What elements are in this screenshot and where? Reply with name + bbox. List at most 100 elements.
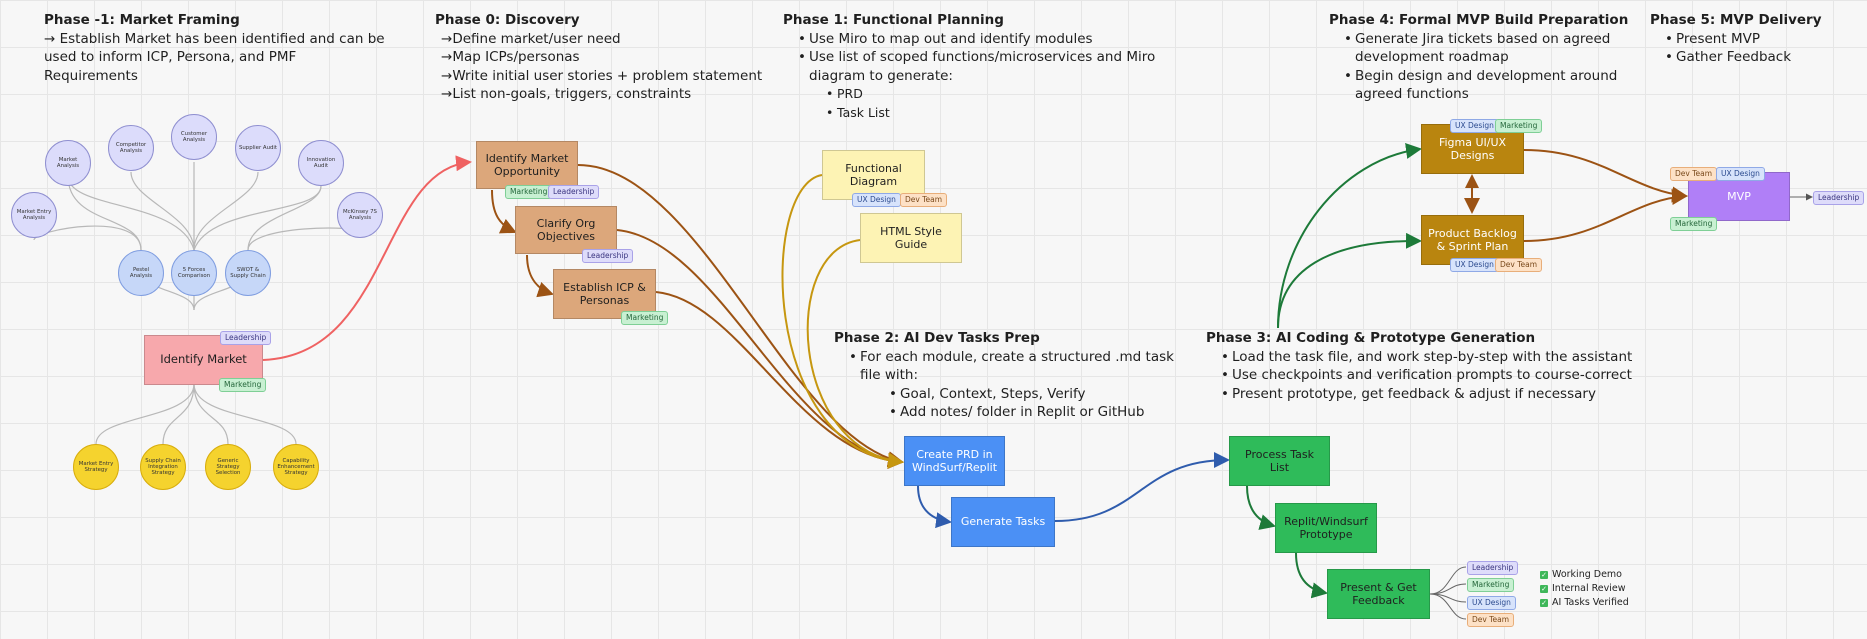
phase-2-title: Phase 2: AI Dev Tasks Prep [834,330,1040,346]
clarify-objectives-node[interactable]: Clarify Org Objectives [515,206,617,254]
phase-1-subitem: Task List [821,104,1155,123]
checklist-label: AI Tasks Verified [1552,597,1629,608]
customer-analysis-node[interactable]: Customer Analysis [171,114,217,160]
edge-opp-to-clarify [491,189,517,234]
phase-0-item: Define market/user need [435,30,762,49]
ux-design-tag: UX Design [1450,119,1499,134]
present-feedback-node[interactable]: Present & Get Feedback [1327,569,1430,619]
competitor-analysis-node[interactable]: Competitor Analysis [108,125,154,171]
pestel-analysis-node[interactable]: Pestel Analysis [118,250,164,296]
establish-icp-node[interactable]: Establish ICP & Personas [553,269,656,319]
phase-2-item: For each module, create a structured .md… [844,348,1174,367]
swot-node[interactable]: SWOT & Supply Chain [225,250,271,296]
marketing-tag: Marketing [1495,119,1543,134]
checklist-label: Working Demo [1552,569,1622,580]
leadership-tag: Leadership [220,331,272,346]
dev-team-tag: Dev Team [1670,167,1718,182]
phase-1-title: Phase 1: Functional Planning [783,12,1004,28]
phase-5-text: Phase 5: MVP Delivery Present MVP Gather… [1650,11,1822,67]
html-style-guide-node[interactable]: HTML Style Guide [860,213,962,263]
edge-analysis [67,175,195,251]
leadership-tag: Leadership [548,185,600,200]
phase-3-item: Load the task file, and work step-by-ste… [1216,348,1632,367]
process-task-list-node[interactable]: Process Task List [1229,436,1330,486]
phase-0-text: Phase 0: Discovery Define market/user ne… [435,11,762,104]
identify-opportunity-node[interactable]: Identify Market Opportunity [476,141,578,189]
phase-2-item-cont: file with: [860,367,919,383]
phase-5-title: Phase 5: MVP Delivery [1650,12,1822,28]
edge-analysis [193,171,259,251]
capability-strategy-node[interactable]: Capability Enhancement Strategy [273,444,319,490]
marketing-tag: Marketing [1670,217,1718,232]
phase-neg1-line: Requirements [44,67,138,84]
phase-0-item: Map ICPs/personas [435,48,762,67]
edge-analysis [162,383,195,445]
generic-strategy-node[interactable]: Generic Strategy Selection [205,444,251,490]
mckinsey-analysis-node[interactable]: McKinsey 7S Analysis [337,192,383,238]
checkbox-checked-icon[interactable]: ✓ [1540,598,1548,607]
edge-analysis [67,175,142,251]
ux-design-tag: UX Design [1467,596,1516,611]
phase-3-item: Present prototype, get feedback & adjust… [1216,385,1632,404]
phase-neg1-line: used to inform ICP, Persona, and PMF [44,49,297,65]
prototype-node[interactable]: Replit/Windsurf Prototype [1275,503,1377,553]
checklist-item[interactable]: ✓ Internal Review [1540,583,1626,594]
edge-figma-to-mvp [1523,149,1688,203]
edge-clarify-to-prd [616,229,904,469]
edge-feedback-dev [1429,593,1467,620]
phase-neg1-line: → Establish Market has been identified a… [44,30,385,47]
checklist-label: Internal Review [1552,583,1626,594]
checkbox-checked-icon[interactable]: ✓ [1540,570,1548,579]
market-analysis-node[interactable]: Market Analysis [45,140,91,186]
phase-4-item-cont: development roadmap [1355,49,1509,65]
edge-tasks-to-process [1054,452,1230,522]
phase-3-text: Phase 3: AI Coding & Prototype Generatio… [1206,329,1632,403]
phase-0-item: Write initial user stories + problem sta… [435,67,762,86]
phase-4-text: Phase 4: Formal MVP Build Preparation Ge… [1329,11,1628,104]
phase-3-title: Phase 3: AI Coding & Prototype Generatio… [1206,330,1536,346]
phase-neg1-title: Phase -1: Market Framing [44,12,240,28]
edge-prototype-to-feedback [1295,552,1328,599]
leadership-tag: Leadership [582,249,634,264]
edge-functional-to-prd [781,174,904,469]
edge-analysis [247,185,322,251]
dev-team-tag: Dev Team [1467,613,1515,628]
checklist-item[interactable]: ✓ Working Demo [1540,569,1622,580]
marketing-tag: Marketing [505,185,553,200]
market-entry-strategy-node[interactable]: Market Entry Strategy [73,444,119,490]
market-entry-analysis-node[interactable]: Market Entry Analysis [11,192,57,238]
five-forces-node[interactable]: 5 Forces Comparison [171,250,217,296]
phase-1-text: Phase 1: Functional Planning Use Miro to… [783,11,1155,122]
ux-design-tag: UX Design [1450,258,1499,273]
phase-3-item: Use checkpoints and verification prompts… [1216,366,1632,385]
backlog-node[interactable]: Product Backlog & Sprint Plan [1421,215,1524,265]
edge-opp-to-prd [577,164,904,468]
leadership-tag: Leadership [1467,561,1519,576]
edge-market-to-opportunity [262,155,472,361]
phase-4-item: Begin design and development around [1339,67,1628,86]
supplier-audit-node[interactable]: Supplier Audit [235,125,281,171]
supply-chain-strategy-node[interactable]: Supply Chain Integration Strategy [140,444,186,490]
checklist-item[interactable]: ✓ AI Tasks Verified [1540,597,1629,608]
phase-5-item: Present MVP [1660,30,1822,49]
phase-1-subitem: PRD [821,85,1155,104]
edge-phase3-to-backlog [1277,232,1422,329]
phase-2-subitem: Add notes/ folder in Replit or GitHub [884,403,1174,422]
phase-4-item-cont: agreed functions [1355,86,1469,102]
leadership-tag: Leadership [1813,191,1865,206]
phase-1-item: Use Miro to map out and identify modules [793,30,1155,49]
phase-1-item-cont: diagram to generate: [809,67,953,84]
edge-feedback-leadership [1429,566,1467,595]
edge-process-to-prototype [1246,485,1276,530]
innovation-audit-node[interactable]: Innovation Audit [298,140,344,186]
checkbox-checked-icon[interactable]: ✓ [1540,584,1548,593]
ux-design-tag: UX Design [852,193,901,208]
dev-team-tag: Dev Team [1495,258,1543,273]
generate-tasks-node[interactable]: Generate Tasks [951,497,1055,547]
create-prd-node[interactable]: Create PRD in WindSurf/Replit [904,436,1005,486]
edge-backlog-to-mvp [1523,189,1688,242]
edge-phase3-to-figma [1277,142,1422,329]
functional-diagram-node[interactable]: Functional Diagram [822,150,925,200]
